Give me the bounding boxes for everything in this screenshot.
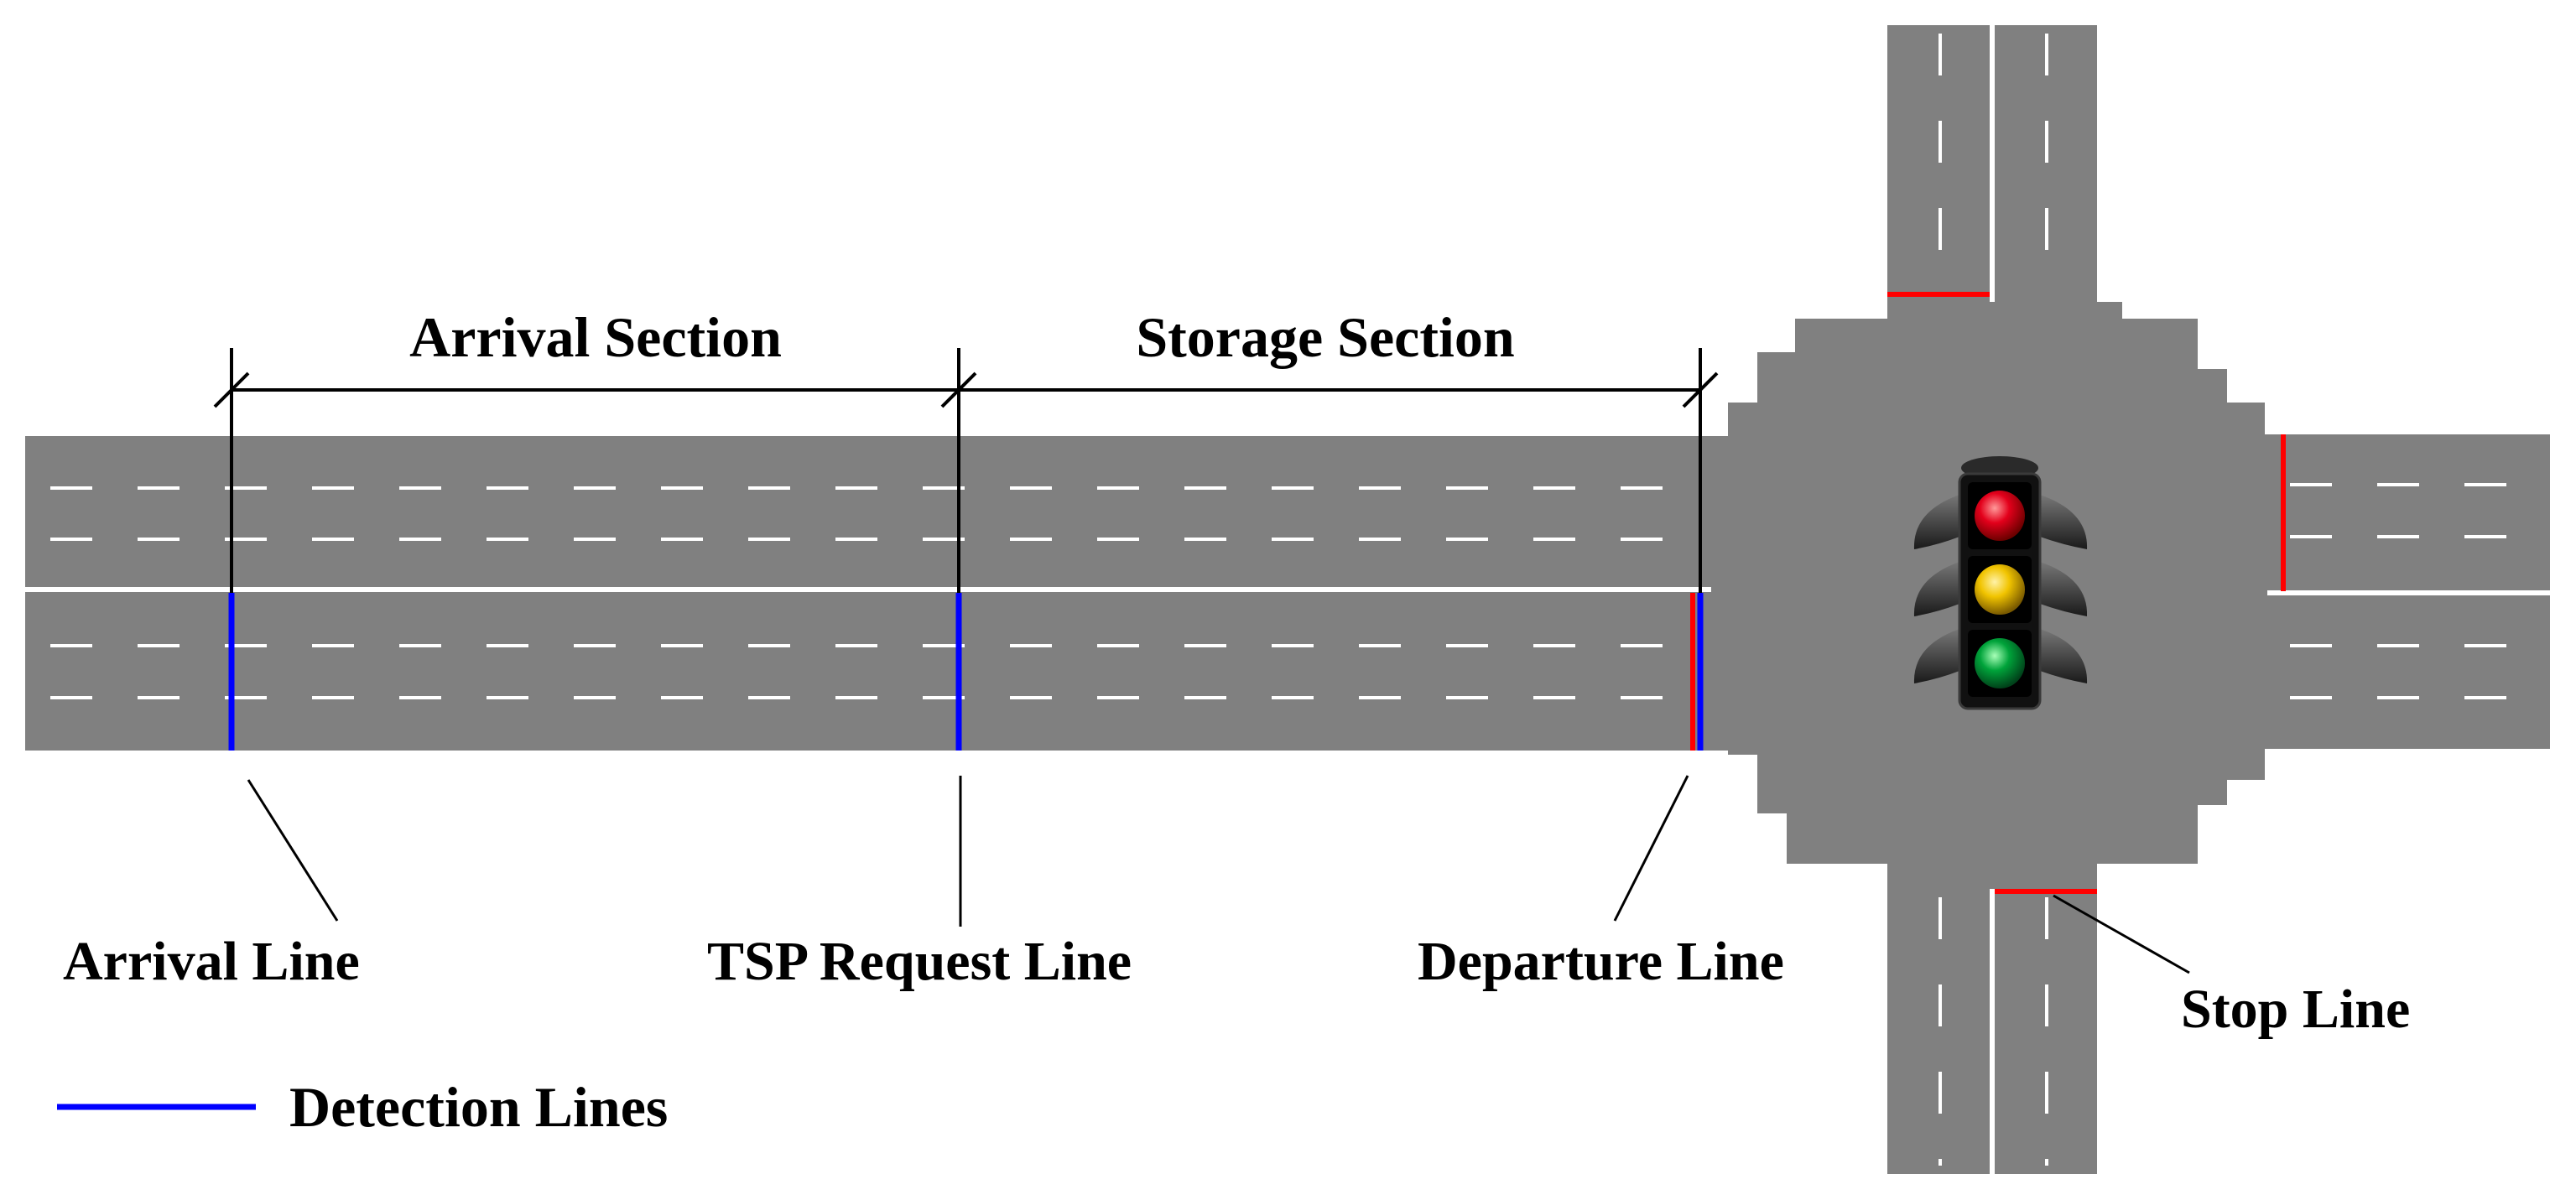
legend: Detection Lines	[57, 1075, 668, 1139]
traffic-signal-icon	[1913, 456, 2088, 710]
arrival-line-leader	[247, 779, 339, 922]
section-dimension-lines	[213, 348, 1719, 593]
tsp-request-line-label: TSP Request Line	[707, 931, 1132, 992]
departure-line-leader	[1613, 775, 1689, 922]
signal-green-light	[1975, 638, 2025, 688]
signal-red-light	[1975, 491, 2025, 541]
west-approach-road	[25, 436, 1728, 751]
arrival-section-label: Arrival Section	[409, 305, 782, 369]
departure-line-label: Departure Line	[1418, 931, 1784, 992]
storage-section-label: Storage Section	[1136, 305, 1514, 369]
stop-line-label: Stop Line	[2181, 979, 2410, 1040]
lane-separators	[25, 25, 2550, 1174]
detection-lines	[228, 593, 1704, 751]
signal-yellow-light	[1975, 564, 2025, 615]
stop-line-leader	[2053, 894, 2190, 974]
legend-detection-label: Detection Lines	[289, 1075, 668, 1139]
labels: Arrival Section Storage Section Arrival …	[63, 305, 2410, 1040]
leader-lines	[247, 775, 2190, 974]
arrival-line-label: Arrival Line	[63, 931, 360, 992]
road-network	[25, 25, 2550, 1174]
dashed-lane-markings	[50, 34, 2542, 1166]
stop-lines	[1690, 292, 2286, 894]
